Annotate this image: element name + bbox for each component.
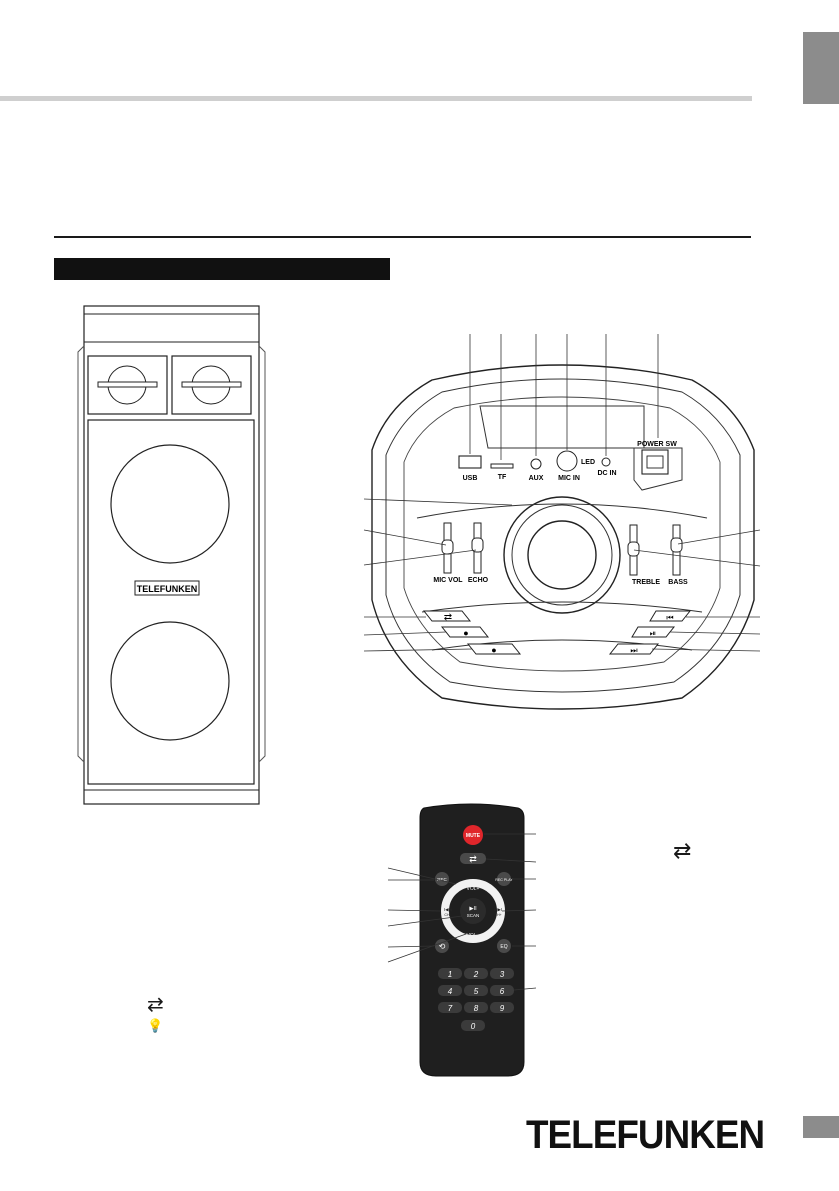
prev-button bbox=[649, 610, 692, 622]
remote-key-8 bbox=[464, 1002, 488, 1013]
label-treble: TREBLE bbox=[632, 579, 660, 586]
speaker-front-diagram: TELEFUNKEN bbox=[77, 305, 266, 805]
remote-key-3-label: 3 bbox=[500, 970, 505, 979]
aux-jack bbox=[530, 458, 542, 470]
footer-brand-logo: TELEFUNKEN bbox=[526, 1113, 765, 1157]
next-icon: ⏭ bbox=[630, 646, 637, 655]
remote-repeat-icon: ⟲ bbox=[439, 942, 446, 951]
mute-label: MUTE bbox=[466, 833, 481, 839]
remote-key-1 bbox=[438, 968, 462, 979]
remote-ch-minus-label: CH− bbox=[444, 913, 451, 917]
remote-key-4-label: 4 bbox=[448, 987, 453, 996]
woofer-top bbox=[110, 444, 230, 564]
remote-key-6 bbox=[490, 985, 514, 996]
tf-slot bbox=[490, 463, 514, 469]
section-heading-bar bbox=[54, 258, 390, 280]
legend-light-icon: 💡 bbox=[147, 1018, 164, 1033]
remote-scan-label: SCAN bbox=[467, 913, 480, 918]
remote-eq-label: EQ bbox=[500, 944, 507, 950]
remote-rec-label: REC bbox=[437, 877, 447, 882]
rec-button bbox=[466, 643, 522, 655]
language-tab bbox=[803, 32, 839, 104]
remote-eq-button bbox=[497, 939, 511, 953]
light-icon: ● bbox=[463, 628, 468, 638]
prev-icon: ⏮ bbox=[666, 613, 673, 622]
remote-ch-plus-label: CH+ bbox=[494, 913, 501, 917]
rec-icon: ● bbox=[491, 645, 496, 655]
remote-next-glyph: ▶▶I bbox=[494, 907, 502, 912]
label-echo: ECHO bbox=[468, 577, 489, 584]
label-mic-vol: MIC VOL bbox=[433, 577, 463, 584]
mode-button bbox=[422, 610, 472, 622]
remote-key-7-label: 7 bbox=[448, 1004, 453, 1013]
remote-rec-play-label: REC PLAY bbox=[495, 878, 513, 882]
remote-key-2 bbox=[464, 968, 488, 979]
header-rule bbox=[0, 96, 752, 101]
volume-knob-ring bbox=[503, 496, 621, 614]
usb-port bbox=[458, 455, 482, 469]
remote-key-7 bbox=[438, 1002, 462, 1013]
front-logo: TELEFUNKEN bbox=[137, 584, 198, 594]
legend-mode-icon-front: ⇄ bbox=[147, 994, 164, 1016]
remote-key-9-label: 9 bbox=[500, 1004, 505, 1013]
play-pause-button bbox=[631, 626, 676, 638]
remote-mode-button bbox=[460, 853, 486, 864]
remote-key-6-label: 6 bbox=[500, 987, 505, 996]
mode-icon: ⇄ bbox=[444, 612, 452, 623]
power-switch bbox=[641, 449, 669, 475]
light-button bbox=[440, 626, 490, 638]
legend-mode-icon-remote: ⇄ bbox=[673, 838, 692, 863]
label-usb: USB bbox=[463, 475, 478, 482]
remote-key-4 bbox=[438, 985, 462, 996]
remote-rec-button bbox=[435, 872, 449, 886]
remote-key-0 bbox=[461, 1020, 485, 1031]
remote-key-5 bbox=[464, 985, 488, 996]
label-bass: BASS bbox=[668, 579, 688, 586]
remote-key-9 bbox=[490, 1002, 514, 1013]
remote-play-scan-button bbox=[460, 898, 486, 924]
remote-key-8-label: 8 bbox=[474, 1004, 479, 1013]
remote-key-0-label: 0 bbox=[471, 1022, 476, 1031]
remote-vol-plus-label: VOL+ bbox=[467, 886, 480, 892]
dc-in-jack bbox=[601, 457, 611, 467]
remote-play-glyph: ▶II bbox=[469, 906, 477, 912]
remote-rec-play-button bbox=[497, 872, 511, 886]
label-led: LED bbox=[581, 459, 595, 466]
remote-prev-glyph: I◀◀ bbox=[444, 907, 453, 912]
remote-diagram: MUTE ⇄ REC REC PLAY ▶II SCAN VOL+ VOL− I… bbox=[387, 803, 537, 1077]
remote-repeat-button bbox=[435, 939, 449, 953]
remote-dpad-ring bbox=[441, 879, 505, 943]
remote-key-5-label: 5 bbox=[474, 987, 479, 996]
tweeter-box-right bbox=[171, 355, 252, 415]
volume-knob bbox=[527, 520, 597, 590]
label-aux: AUX bbox=[529, 475, 544, 482]
label-dc-in: DC IN bbox=[597, 470, 616, 477]
remote-key-2-label: 2 bbox=[473, 970, 479, 979]
top-panel-diagram: USB TF AUX MIC IN LED DC IN POWER SW MIC… bbox=[363, 334, 761, 710]
label-mic-in: MIC IN bbox=[558, 475, 580, 482]
label-tf: TF bbox=[498, 474, 507, 481]
next-button bbox=[608, 643, 660, 655]
remote-mode-icon: ⇄ bbox=[469, 854, 477, 864]
remote-vol-minus-label: VOL− bbox=[467, 933, 480, 939]
page-number-tab bbox=[803, 1116, 839, 1138]
mic-in-jack bbox=[556, 450, 578, 472]
woofer-bottom bbox=[110, 621, 230, 741]
mute-button bbox=[463, 825, 483, 845]
remote-key-3 bbox=[490, 968, 514, 979]
section-rule bbox=[54, 236, 751, 238]
front-logo-plate bbox=[134, 580, 200, 596]
tweeter-box-left bbox=[87, 355, 168, 415]
label-power-sw: POWER SW bbox=[637, 441, 677, 448]
play-pause-icon: ⏯ bbox=[650, 629, 656, 638]
remote-key-1-label: 1 bbox=[448, 970, 452, 979]
